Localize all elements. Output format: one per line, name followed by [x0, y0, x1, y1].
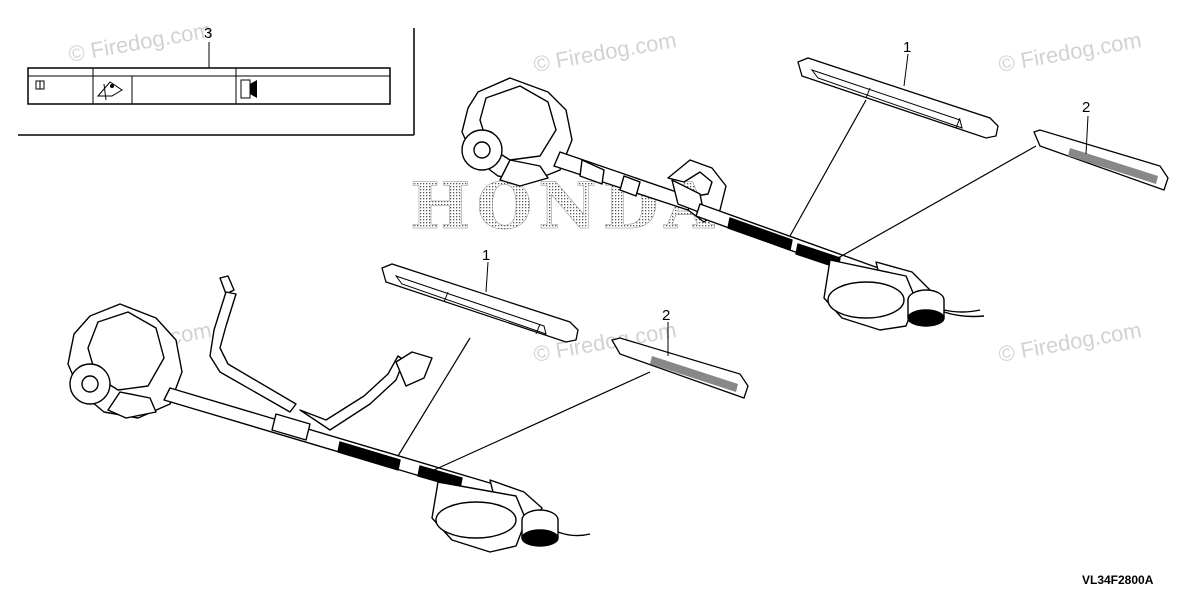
brush-cutter-loop-handle	[461, 77, 985, 331]
decal-stripe-part	[797, 57, 999, 139]
callout-3: 3	[204, 25, 212, 42]
caution-label-part	[27, 67, 391, 105]
diagram-code: VL34F2800A	[1082, 573, 1154, 587]
watermark: © Firedog.com	[997, 27, 1144, 77]
watermark: © Firedog.com	[67, 17, 214, 67]
callout-1: 1	[903, 39, 911, 56]
operator-warning-icon	[96, 81, 123, 101]
callout-1: 1	[482, 247, 490, 264]
honda-logo-background: HONDA	[410, 169, 720, 244]
label-panel-box: 3	[18, 25, 415, 136]
watermark: © Firedog.com	[997, 317, 1144, 367]
decal-honda-part	[611, 337, 749, 399]
brush-cutter-bike-handle	[67, 275, 591, 553]
ear-protection-icon	[240, 79, 257, 99]
callout-2: 2	[662, 307, 670, 324]
watermark: © Firedog.com	[532, 27, 679, 77]
decal-stripe-part	[381, 263, 579, 343]
decal-honda-part	[1033, 129, 1169, 191]
callout-2: 2	[1082, 99, 1090, 116]
